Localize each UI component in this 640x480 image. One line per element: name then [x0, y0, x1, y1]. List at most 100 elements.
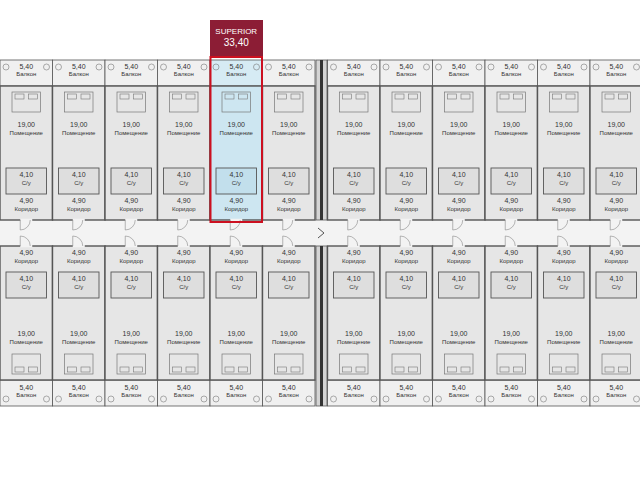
- pillow-icon: [81, 94, 90, 99]
- area-value: 4,90: [19, 249, 33, 257]
- area-value: 4,90: [557, 197, 571, 205]
- chair-icon: [201, 396, 207, 402]
- balcony-area: [485, 380, 538, 406]
- apartment-unit: [0, 236, 53, 406]
- balcony-area: [590, 380, 640, 406]
- bathroom-box: [386, 168, 427, 194]
- apartment-unit: [105, 60, 158, 230]
- chair-icon: [383, 64, 389, 70]
- area-value: 19,00: [17, 330, 35, 338]
- room-area: [105, 86, 158, 220]
- area-value: 5,40: [124, 384, 138, 392]
- chair-icon: [529, 396, 535, 402]
- room-area: [210, 86, 263, 220]
- room-name: Помещение: [220, 339, 253, 346]
- room-name: Балкон: [174, 392, 194, 399]
- room-name: С/у: [559, 284, 568, 291]
- area-value: 5,40: [452, 384, 466, 392]
- room-name: Помещение: [220, 130, 253, 137]
- chair-icon: [161, 396, 167, 402]
- room-area: [538, 246, 591, 380]
- area-value: 5,40: [72, 63, 86, 71]
- pillow-icon: [619, 94, 628, 99]
- chair-icon: [266, 64, 272, 70]
- area-value: 19,00: [227, 121, 245, 129]
- bathroom-box: [6, 168, 47, 194]
- pillow-icon: [553, 94, 562, 99]
- chair-icon: [266, 396, 272, 402]
- room-name: Помещение: [547, 339, 580, 346]
- pillow-icon: [409, 367, 418, 372]
- apartment-unit: [0, 60, 53, 230]
- balcony-area: [263, 60, 316, 86]
- chair-icon: [213, 396, 219, 402]
- area-value: 19,00: [122, 121, 140, 129]
- area-value: 19,00: [70, 121, 88, 129]
- room-name: Балкон: [501, 392, 521, 399]
- area-value: 4,10: [347, 275, 361, 283]
- room-name: Балкон: [16, 71, 36, 78]
- plan-type: SUPERIOR: [215, 27, 257, 37]
- room-area: [53, 246, 106, 380]
- apartment-unit: [53, 236, 106, 406]
- chair-icon: [331, 396, 337, 402]
- room-name: Балкон: [121, 71, 141, 78]
- room-name: С/у: [74, 180, 83, 187]
- room-area: [263, 86, 316, 220]
- door-swing: [505, 220, 515, 230]
- room-name: Коридор: [342, 258, 366, 265]
- area-value: 4,90: [347, 197, 361, 205]
- room-name: Коридор: [394, 206, 418, 213]
- bathroom-box: [111, 168, 152, 194]
- room-name: Помещение: [600, 339, 633, 346]
- area-value: 4,10: [347, 171, 361, 179]
- chair-icon: [436, 396, 442, 402]
- area-value: 4,10: [452, 275, 466, 283]
- room-area: [0, 86, 53, 220]
- bathroom-box: [59, 272, 100, 298]
- chair-icon: [424, 396, 430, 402]
- area-value: 19,00: [502, 330, 520, 338]
- chair-icon: [56, 396, 62, 402]
- balcony-area: [158, 380, 211, 406]
- bathroom-box: [334, 272, 375, 298]
- area-value: 5,40: [229, 63, 243, 71]
- door-swing: [73, 220, 83, 230]
- area-value: 5,40: [557, 63, 571, 71]
- pillow-icon: [500, 94, 509, 99]
- area-value: 4,10: [72, 171, 86, 179]
- area-value: 4,90: [557, 249, 571, 257]
- chair-icon: [581, 64, 587, 70]
- area-value: 19,00: [17, 121, 35, 129]
- room-area: [538, 86, 591, 220]
- balcony-area: [53, 380, 106, 406]
- door-swing: [558, 236, 568, 246]
- room-name: Помещение: [115, 130, 148, 137]
- chair-icon: [371, 396, 377, 402]
- chair-icon: [541, 64, 547, 70]
- bathroom-box: [596, 168, 637, 194]
- pillow-icon: [225, 367, 234, 372]
- chair-icon: [108, 396, 114, 402]
- bed-icon: [497, 92, 526, 112]
- bed-icon: [340, 354, 369, 374]
- pillow-icon: [395, 367, 404, 372]
- room-area: [485, 246, 538, 380]
- area-value: 5,40: [19, 384, 33, 392]
- area-value: 19,00: [280, 330, 298, 338]
- plan-area: 33,40: [224, 37, 249, 49]
- room-name: Коридор: [277, 258, 301, 265]
- room-name: Помещение: [10, 339, 43, 346]
- chair-icon: [44, 396, 50, 402]
- bathroom-box: [164, 168, 205, 194]
- area-value: 5,40: [177, 384, 191, 392]
- chair-icon: [634, 396, 640, 402]
- pillow-icon: [605, 367, 614, 372]
- room-name: Коридор: [67, 206, 91, 213]
- chair-icon: [306, 64, 312, 70]
- room-area: [433, 86, 486, 220]
- door-swing: [283, 236, 293, 246]
- room-name: Помещение: [167, 130, 200, 137]
- door-swing: [400, 236, 410, 246]
